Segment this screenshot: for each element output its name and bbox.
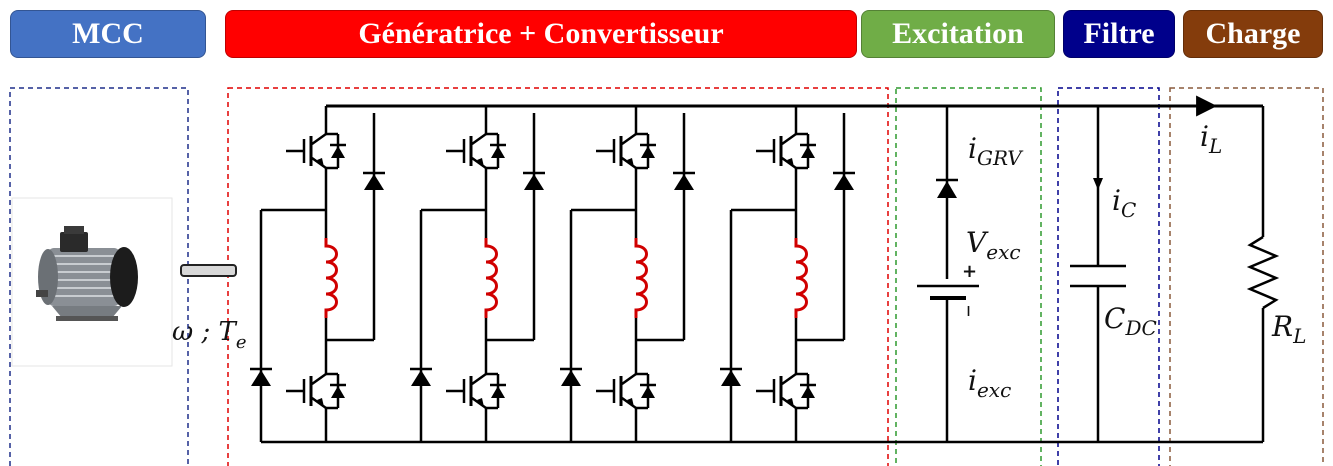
header-filtre-label: Filtre <box>1083 17 1155 50</box>
igbt-bottom-4 <box>754 358 818 422</box>
section-excitation-box <box>895 87 1042 466</box>
label-i-exc: iexc <box>968 364 1011 402</box>
igbt-bottom-3 <box>594 358 658 422</box>
phase-coil-4 <box>794 236 808 320</box>
igbt-top-1 <box>284 118 348 182</box>
section-filtre-box <box>1057 87 1160 466</box>
igbt-top-3 <box>594 118 658 182</box>
phase-coil-1 <box>324 236 338 320</box>
igbt-bottom-1 <box>284 358 348 422</box>
phase-coil-2 <box>484 236 498 320</box>
header-mcc-label: MCC <box>72 17 144 50</box>
label-r-l: RL <box>1271 310 1306 348</box>
diode-upper-3 <box>671 171 697 192</box>
header-charge: Charge <box>1183 10 1323 58</box>
diode-upper-2 <box>521 171 547 192</box>
load-resistor <box>1246 106 1280 442</box>
converter-leg-3 <box>558 106 697 442</box>
section-gen-box <box>227 87 889 466</box>
converter-leg-2 <box>408 106 547 442</box>
converter-leg-4 <box>718 106 857 442</box>
header-charge-label: Charge <box>1205 17 1301 50</box>
header-generatrice-convertisseur: Génératrice + Convertisseur <box>225 10 857 58</box>
igbt-top-2 <box>444 118 508 182</box>
diode-lower-3 <box>558 367 584 388</box>
header-excitation-label: Excitation <box>892 17 1024 50</box>
diode-upper-4 <box>831 171 857 192</box>
shaft-label: ω ; Te <box>172 317 247 353</box>
diode-upper-1 <box>361 171 387 192</box>
phase-coil-3 <box>634 236 648 320</box>
section-charge-box <box>1169 87 1324 466</box>
label-i-l: iL <box>1200 120 1222 158</box>
excitation-branch <box>917 106 979 442</box>
shaft <box>180 264 237 277</box>
header-gen-label: Génératrice + Convertisseur <box>358 17 724 50</box>
header-mcc: MCC <box>10 10 206 58</box>
header-filtre: Filtre <box>1063 10 1175 58</box>
igbt-bottom-2 <box>444 358 508 422</box>
dc-motor-picture <box>11 197 173 367</box>
diode-lower-4 <box>718 367 744 388</box>
diode-lower-2 <box>408 367 434 388</box>
label-minus: ı <box>966 300 971 321</box>
label-c-dc: CDC <box>1104 302 1157 340</box>
dc-capacitor <box>1070 106 1126 442</box>
header-excitation: Excitation <box>861 10 1055 58</box>
converter-leg-1 <box>248 106 387 442</box>
label-plus: + <box>962 261 977 282</box>
diode-lower-1 <box>248 367 274 388</box>
converter-legs <box>248 106 857 442</box>
label-i-grv: iGRV <box>968 132 1024 170</box>
label-v-exc: Vexc <box>966 226 1021 264</box>
igbt-top-4 <box>754 118 818 182</box>
label-i-c: iC <box>1112 184 1136 222</box>
